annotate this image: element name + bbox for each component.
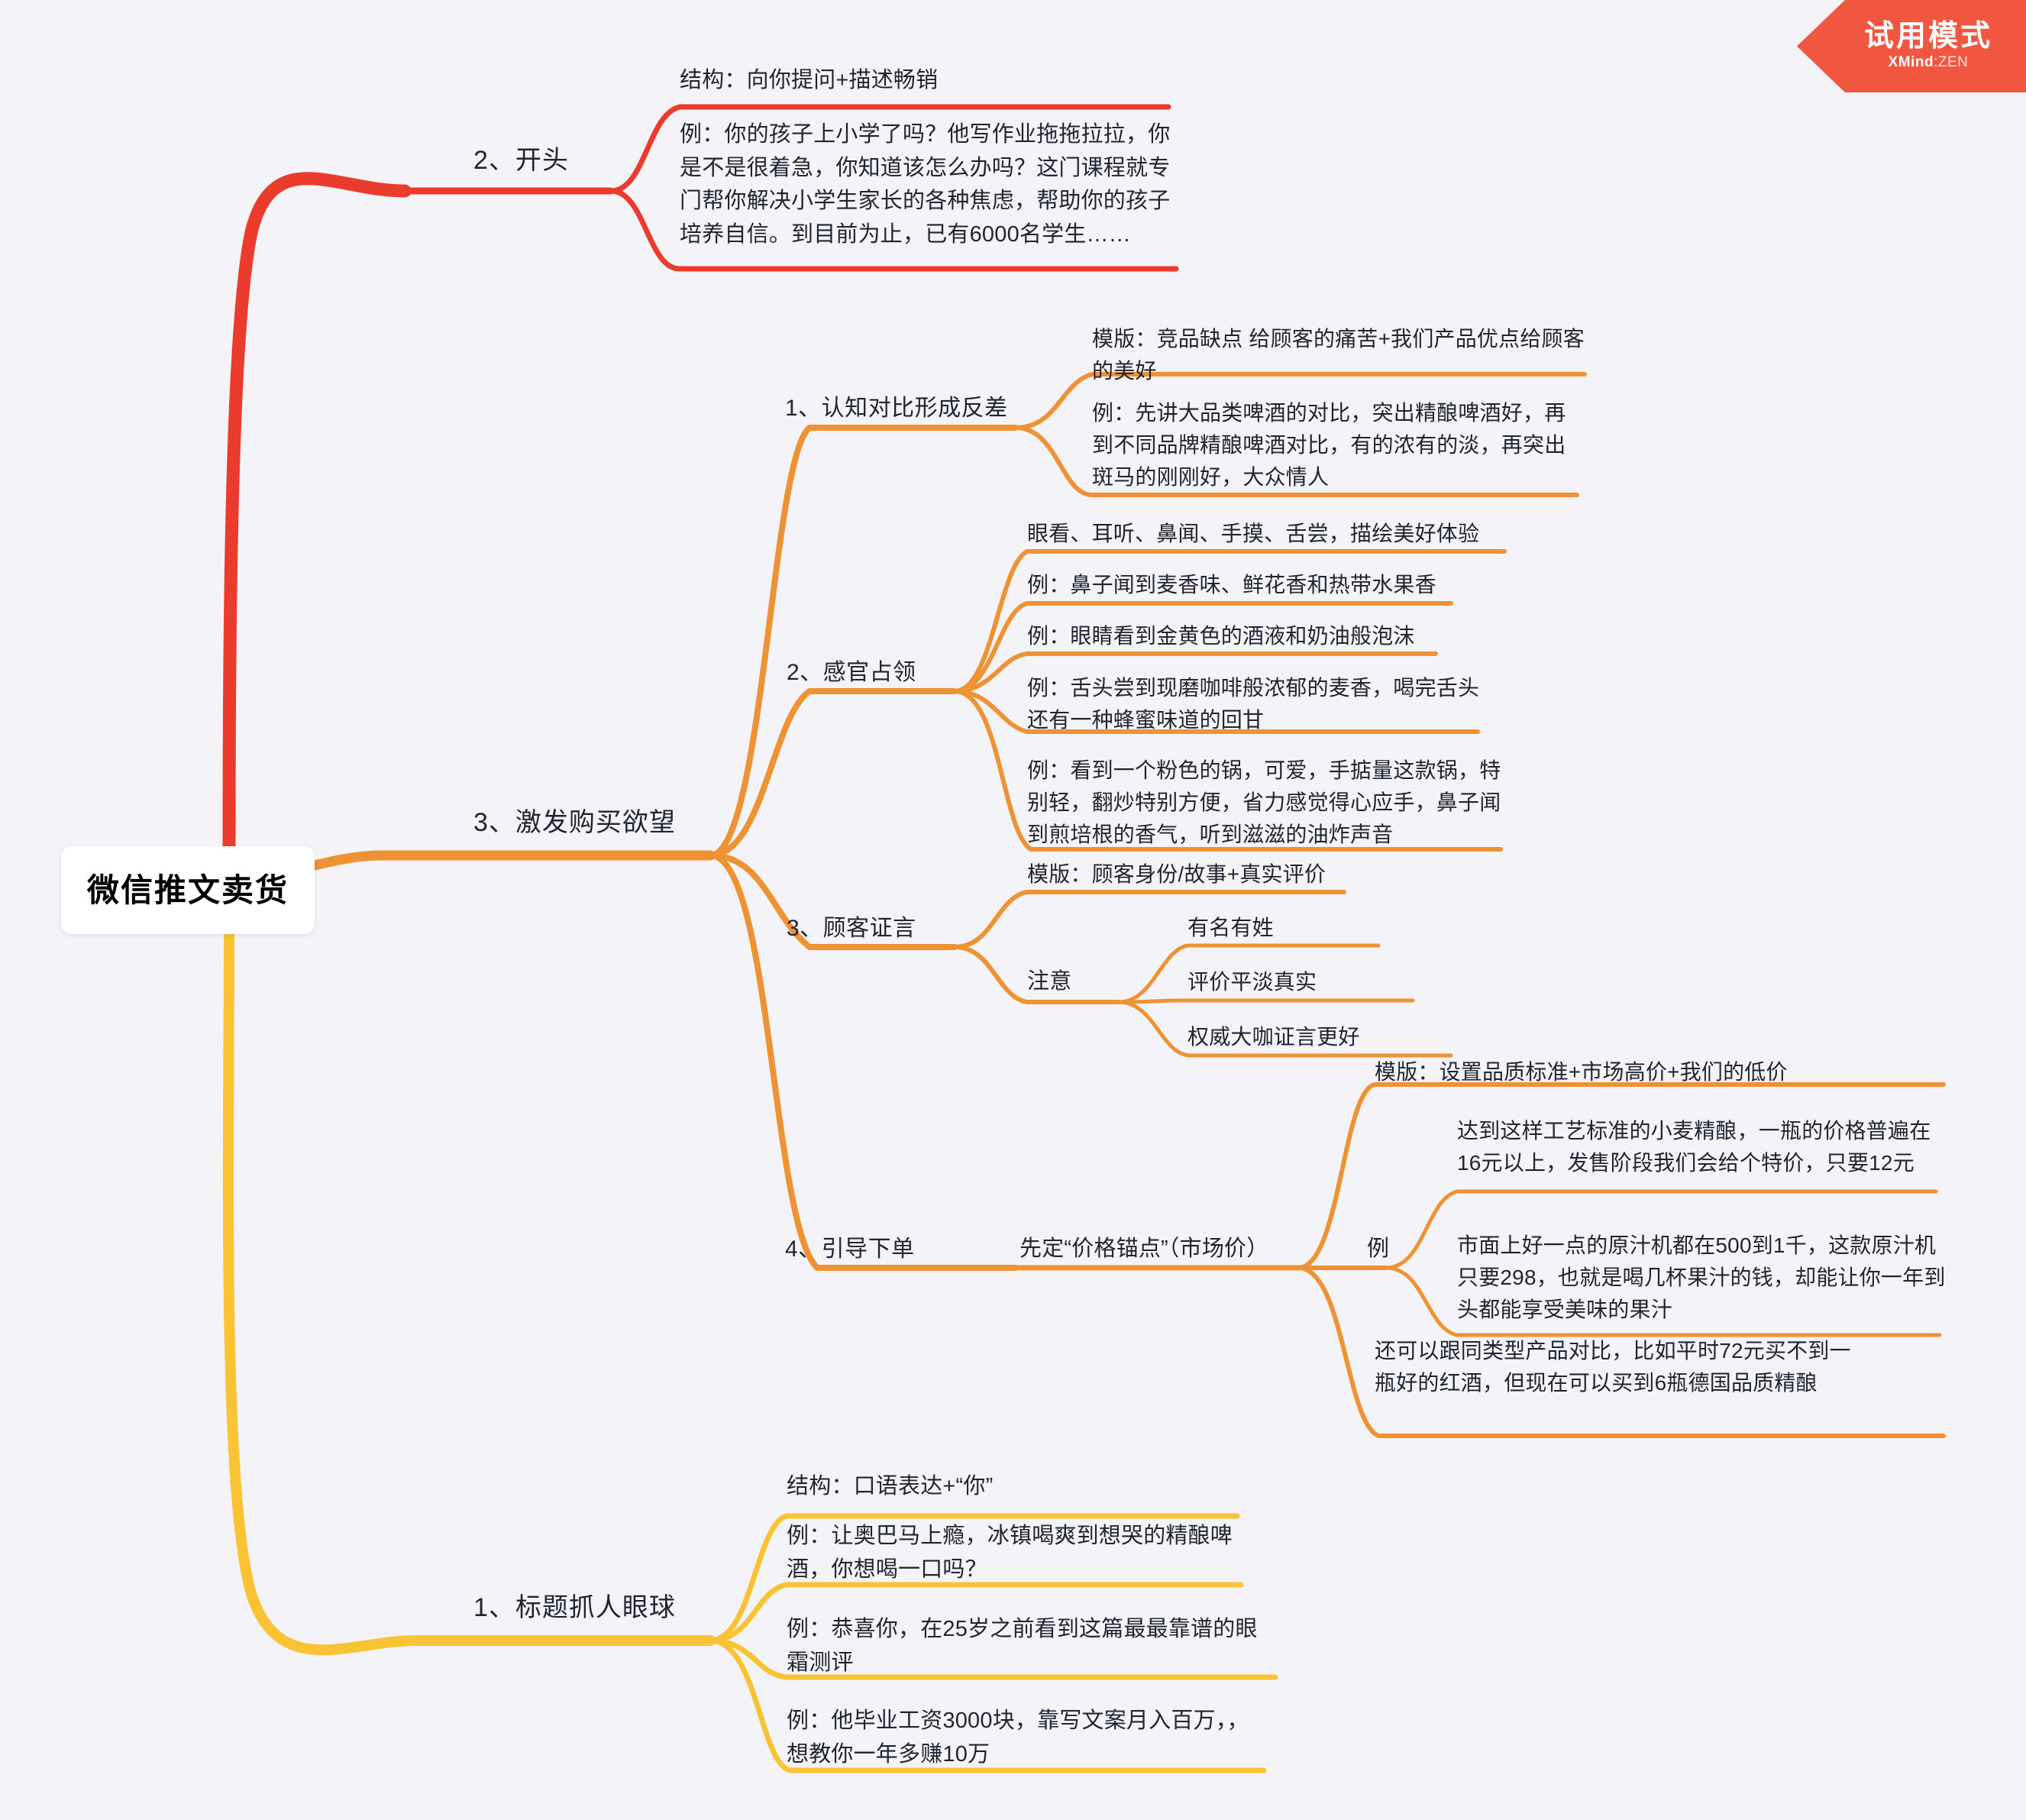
node-sensory-sight-example[interactable]: 例：眼睛看到金黄色的酒液和奶油般泡沫	[1027, 624, 1415, 648]
node-testimonial-template[interactable]: 模版：顾客身份/故事+真实评价	[1027, 862, 1326, 886]
root-node[interactable]: 微信推文卖货	[61, 846, 315, 934]
node-testimonial-notice[interactable]: 注意	[1027, 969, 1072, 994]
node-sensory-occupation[interactable]: 2、感官占领	[787, 660, 916, 685]
node-sensory-pan-example[interactable]: 例：看到一个粉色的锅，可爱，手掂量这款锅，特别轻，翻炒特别方便，省力感觉得心应手…	[1027, 758, 1501, 846]
node-price-anchor[interactable]: 先定“价格锚点”（市场价）	[1019, 1237, 1269, 1261]
node-price-anchor-example-group[interactable]: 例	[1367, 1237, 1390, 1261]
node-sensory-overview[interactable]: 眼看、耳听、鼻闻、手摸、舌尝，描绘美好体验	[1027, 522, 1480, 545]
node-price-anchor-peer-comparison[interactable]: 还可以跟同类型产品对比，比如平时72元买不到一瓶好的红酒，但现在可以买到6瓶德国…	[1375, 1339, 1851, 1395]
node-notice-authority[interactable]: 权威大咖证言更好	[1187, 1025, 1360, 1049]
node-title-example-eyecream[interactable]: 例：恭喜你，在25岁之前看到这篇最最靠谱的眼霜测评	[787, 1617, 1258, 1675]
node-guide-order[interactable]: 4、引导下单	[785, 1237, 915, 1262]
node-kaitou-structure[interactable]: 结构：向你提问+描述畅销	[680, 68, 939, 92]
node-notice-named[interactable]: 有名有姓	[1187, 916, 1274, 939]
xmind-logo-secondary: ZEN	[1937, 54, 1969, 71]
node-sensory-taste-example[interactable]: 例：舌头尝到现磨咖啡般浓郁的麦香，喝完舌头还有一种蜂蜜味道的回甘	[1027, 676, 1480, 732]
trial-mode-title: 试用模式	[1863, 19, 1992, 53]
branch-node-kaitou[interactable]: 2、开头	[473, 146, 569, 175]
node-example-craft-beer-price[interactable]: 达到这样工艺标准的小麦精酿，一瓶的价格普遍在16元以上，发售阶段我们会给个特价，…	[1457, 1119, 1931, 1175]
branch-node-jifa[interactable]: 3、激发购买欲望	[473, 808, 676, 837]
node-cognitive-contrast-template[interactable]: 模版：竞品缺点 给顾客的痛苦+我们产品优点给顾客的美好	[1092, 327, 1585, 383]
node-cognitive-contrast-example[interactable]: 例：先讲大品类啤酒的对比，突出精酿啤酒好，再到不同品牌精酿啤酒对比，有的浓有的淡…	[1092, 401, 1566, 489]
node-cognitive-contrast[interactable]: 1、认知对比形成反差	[785, 396, 1008, 421]
node-example-juicer-price[interactable]: 市面上好一点的原汁机都在500到1千，这款原汁机只要298，也就是喝几杯果汁的钱…	[1457, 1233, 1946, 1321]
node-notice-plain-real[interactable]: 评价平淡真实	[1187, 970, 1317, 994]
node-kaitou-example[interactable]: 例：你的孩子上小学了吗？他写作业拖拖拉拉，你是不是很着急，你知道该怎么办吗？这门…	[680, 122, 1171, 247]
trial-mode-badge: 试用模式 XMind:ZEN	[1797, 0, 2026, 92]
branch-node-biaoti[interactable]: 1、标题抓人眼球	[473, 1593, 676, 1622]
xmind-logo-sep: :	[1934, 54, 1938, 71]
node-customer-testimonial[interactable]: 3、顾客证言	[787, 916, 916, 941]
xmind-logo: XMind:ZEN	[1889, 54, 1969, 71]
node-title-structure[interactable]: 结构：口语表达+“你”	[787, 1474, 994, 1498]
node-price-anchor-template[interactable]: 模版：设置品质标准+市场高价+我们的低价	[1375, 1060, 1788, 1084]
node-title-example-salary[interactable]: 例：他毕业工资3000块，靠写文案月入百万，，想教你一年多赚10万	[787, 1708, 1249, 1767]
node-sensory-smell-example[interactable]: 例：鼻子闻到麦香味、鲜花香和热带水果香	[1027, 573, 1436, 596]
node-title-example-beer[interactable]: 例：让奥巴马上瘾，冰镇喝爽到想哭的精酿啤酒，你想喝一口吗？	[787, 1524, 1233, 1582]
xmind-logo-primary: XMind	[1888, 54, 1934, 71]
